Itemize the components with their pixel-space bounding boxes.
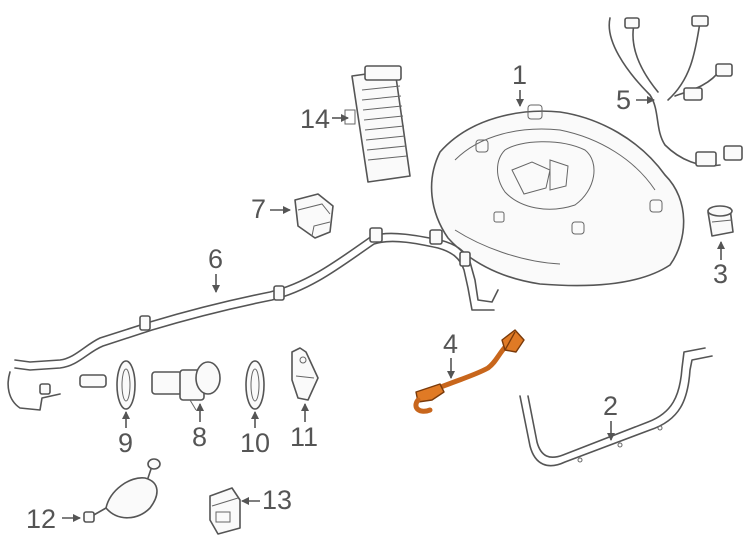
callout-9: 9 <box>118 411 133 458</box>
fuel-filter[interactable] <box>83 458 161 523</box>
svg-text:13: 13 <box>262 485 292 515</box>
svg-text:11: 11 <box>290 422 318 452</box>
callout-12: 12 <box>26 504 81 534</box>
svg-text:10: 10 <box>240 428 270 458</box>
svg-text:6: 6 <box>208 244 223 274</box>
callout-10: 10 <box>240 411 270 458</box>
callout-14: 14 <box>300 104 349 134</box>
svg-text:2: 2 <box>603 391 618 421</box>
callout-7: 7 <box>251 194 291 224</box>
fuel-tank[interactable] <box>430 104 685 287</box>
callout-2: 2 <box>603 391 618 441</box>
callout-5: 5 <box>616 85 655 115</box>
callout-4: 4 <box>443 329 458 379</box>
callout-3: 3 <box>713 241 728 289</box>
svg-text:3: 3 <box>713 259 728 289</box>
fuel-line[interactable] <box>7 227 499 411</box>
valve[interactable] <box>151 361 221 411</box>
callout-6: 6 <box>208 244 223 293</box>
callout-1: 1 <box>512 60 527 107</box>
retainer-clip[interactable] <box>291 347 319 401</box>
svg-text:7: 7 <box>251 194 266 224</box>
svg-text:4: 4 <box>443 329 458 359</box>
seal-ring-9[interactable] <box>116 360 136 410</box>
sender-cap[interactable] <box>707 205 734 237</box>
control-module[interactable] <box>344 65 411 183</box>
callout-8: 8 <box>192 403 207 452</box>
o-ring-10[interactable] <box>245 360 265 410</box>
wiring-harness-highlighted[interactable] <box>413 329 525 414</box>
svg-text:8: 8 <box>192 422 207 452</box>
svg-text:5: 5 <box>616 85 631 115</box>
callout-11: 11 <box>290 403 318 452</box>
wire-harness[interactable] <box>608 15 743 167</box>
callout-13: 13 <box>241 485 292 515</box>
svg-text:9: 9 <box>118 428 133 458</box>
mount-bracket[interactable] <box>294 193 334 239</box>
svg-text:14: 14 <box>300 104 330 134</box>
svg-text:1: 1 <box>512 60 527 90</box>
connector[interactable] <box>209 487 241 535</box>
svg-text:12: 12 <box>26 504 56 534</box>
tank-strap[interactable] <box>519 347 713 467</box>
